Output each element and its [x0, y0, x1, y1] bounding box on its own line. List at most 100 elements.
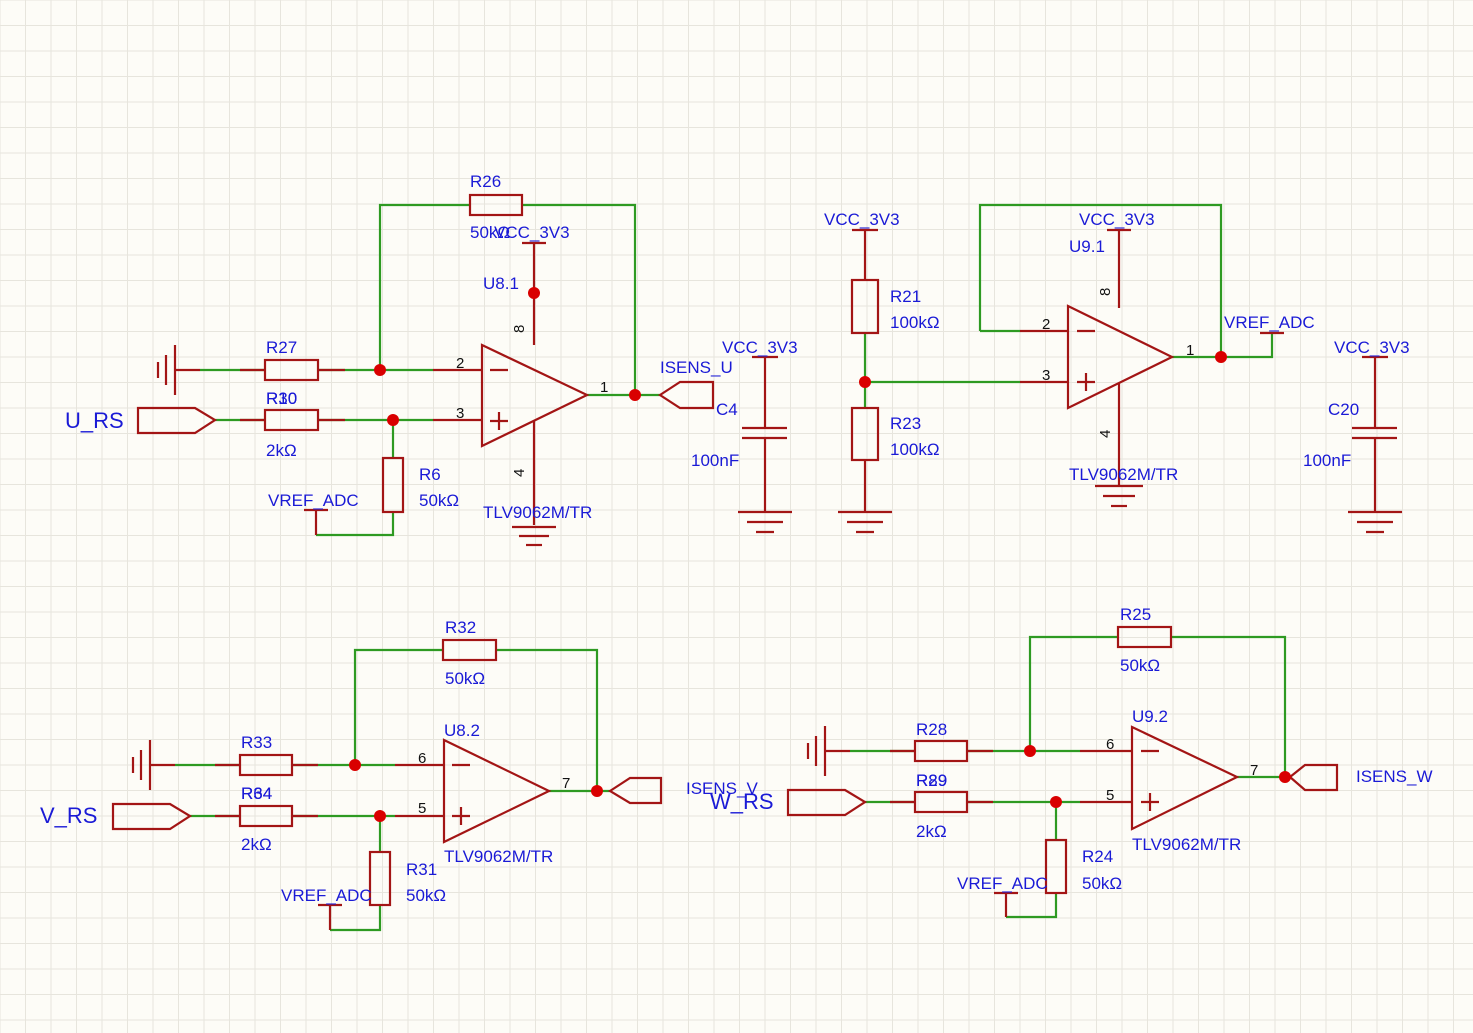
vcc-label: VCC_3V3: [494, 223, 570, 242]
pin-number: 6: [418, 750, 426, 767]
u9-2-part: TLV9062M/TR: [1132, 835, 1241, 854]
u8-2-part: TLV9062M/TR: [444, 847, 553, 866]
u9-1-ref: U9.1: [1069, 237, 1105, 256]
isens-w-label: ISENS_W: [1356, 767, 1433, 786]
r23-ref: R23: [890, 414, 921, 433]
pin-number: 8: [1097, 288, 1114, 296]
r24-value: 50kΩ: [1082, 874, 1122, 893]
r23-value: 100kΩ: [890, 440, 940, 459]
c4-value: 100nF: [691, 451, 739, 470]
r32-ref: R32: [445, 618, 476, 637]
resistor-r33[interactable]: [215, 753, 318, 777]
r34-value: 2kΩ: [241, 835, 272, 854]
resistor-r25[interactable]: [1116, 625, 1173, 649]
resistor-r26[interactable]: [468, 193, 524, 217]
r34-ref: R34: [241, 784, 272, 803]
r31-value: 50kΩ: [406, 886, 446, 905]
pin-number: 2: [1042, 316, 1050, 333]
r30-value: 2kΩ: [266, 441, 297, 460]
junctions: [349, 287, 1291, 822]
u8-2-ref: U8.2: [444, 721, 480, 740]
r34-ref-overlap: R64: [241, 784, 272, 803]
ground-symbol-w: [806, 726, 850, 776]
vref-flag-r6: [304, 508, 328, 535]
resistor-r28[interactable]: [890, 739, 993, 763]
resistor-r30[interactable]: [240, 408, 345, 432]
opamp-u8-1[interactable]: [433, 343, 590, 448]
port-u-rs[interactable]: [136, 406, 218, 435]
vref-label: VREF_ADC: [281, 886, 372, 905]
vref-flag-r24: [994, 891, 1018, 917]
resistor-r24[interactable]: [1044, 838, 1068, 895]
r33-ref: R33: [241, 733, 272, 752]
capacitor-c20[interactable]: [1352, 357, 1397, 512]
resistor-r29[interactable]: [890, 790, 993, 814]
pin-numbers: 2 3 1 8 4 2 3 1 8 4 6 5 7 6 5 7: [418, 288, 1258, 817]
r26-value: 50kΩ: [470, 223, 510, 242]
port-isens-u[interactable]: [657, 380, 715, 410]
capacitor-c4[interactable]: [742, 357, 787, 512]
u9-2-ref: U9.2: [1132, 707, 1168, 726]
u8-1-ref: U8.1: [483, 274, 519, 293]
port-v-rs[interactable]: [111, 802, 193, 831]
r29-value: 2kΩ: [916, 822, 947, 841]
ground-symbol-u8: [512, 420, 556, 547]
isens-u-label: ISENS_U: [660, 358, 733, 377]
wires: [175, 203, 1290, 932]
vcc-flag-u8: [522, 241, 546, 345]
vref-label: VREF_ADC: [957, 874, 1048, 893]
u-rs-label: U_RS: [65, 408, 124, 433]
ground-symbol-u: [156, 345, 200, 395]
r6-ref: R6: [419, 465, 441, 484]
resistor-r21[interactable]: [850, 230, 880, 335]
port-isens-v[interactable]: [607, 776, 663, 805]
pin-number: 7: [1250, 762, 1258, 779]
port-w-rs[interactable]: [786, 788, 868, 817]
pin-number: 1: [600, 379, 608, 396]
pin-number: 1: [1186, 342, 1194, 359]
opamp-u8-2[interactable]: [395, 738, 552, 844]
r29-ref-overlap: R89: [916, 771, 947, 790]
vcc-label: VCC_3V3: [1079, 210, 1155, 229]
r21-ref: R21: [890, 287, 921, 306]
v-rs-label: V_RS: [40, 803, 97, 828]
r32-value: 50kΩ: [445, 669, 485, 688]
opamp-u9-1[interactable]: [1020, 304, 1175, 486]
r6-value: 50kΩ: [419, 491, 459, 510]
vref-flag-r31: [318, 903, 342, 930]
pin-number: 3: [456, 405, 464, 422]
resistor-r31[interactable]: [368, 850, 392, 907]
r29-ref: R29: [916, 771, 947, 790]
r25-value: 50kΩ: [1120, 656, 1160, 675]
pin-number: 4: [511, 469, 528, 477]
pin-number: 8: [511, 325, 528, 333]
c20-ref: C20: [1328, 400, 1359, 419]
resistor-r27[interactable]: [240, 358, 345, 382]
port-isens-w[interactable]: [1288, 763, 1339, 792]
u8-1-part: TLV9062M/TR: [483, 503, 592, 522]
r21-value: 100kΩ: [890, 313, 940, 332]
resistor-r23[interactable]: [850, 406, 880, 512]
w-rs-label: W_RS: [710, 789, 774, 814]
c20-value: 100nF: [1303, 451, 1351, 470]
vcc-flag-u9: [1107, 228, 1131, 308]
resistor-r32[interactable]: [441, 638, 498, 662]
vref-label: VREF_ADC: [268, 491, 359, 510]
resistor-r6[interactable]: [381, 456, 405, 514]
r24-ref: R24: [1082, 847, 1113, 866]
opamp-u9-2[interactable]: [1080, 725, 1240, 831]
r28-ref: R28: [916, 720, 947, 739]
ground-symbol-c20: [1348, 510, 1402, 534]
ground-symbol-c4: [738, 510, 792, 534]
pin-number: 2: [456, 355, 464, 372]
resistor-r34[interactable]: [215, 804, 318, 828]
r31-ref: R31: [406, 860, 437, 879]
ground-symbol-u9: [1095, 484, 1143, 508]
r30-ref-overlap: R10: [266, 389, 297, 408]
r26-ref: R26: [470, 172, 501, 191]
vref-label: VREF_ADC: [1224, 313, 1315, 332]
u9-1-part: TLV9062M/TR: [1069, 465, 1178, 484]
pin-number: 6: [1106, 736, 1114, 753]
